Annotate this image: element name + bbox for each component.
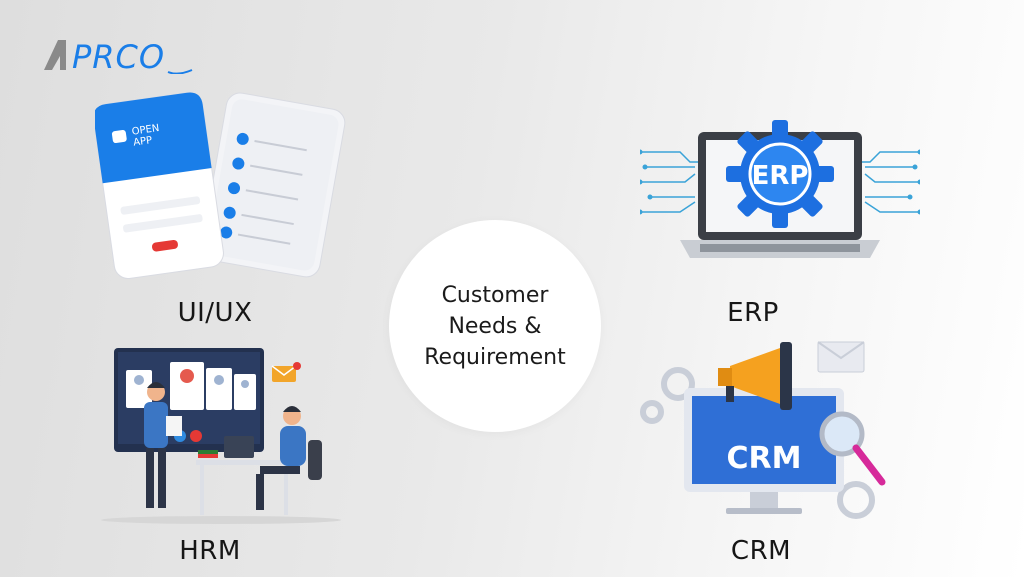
crm-label: CRM: [730, 536, 792, 566]
erp-label: ERP: [727, 298, 779, 328]
hrm-illustration: [96, 344, 346, 526]
brand-logo[interactable]: PRCO: [42, 34, 212, 76]
erp-screen-text: ERP: [752, 161, 809, 191]
crm-illustration: CRM: [634, 322, 896, 534]
uiux-illustration: OPEN APP: [93, 92, 355, 292]
phone-app-title-2: APP: [133, 135, 153, 149]
hrm-label: HRM: [179, 536, 241, 566]
logo-mark-icon: PRCO: [44, 38, 193, 76]
customer-needs-circle: Customer Needs & Requirement: [389, 220, 601, 432]
center-line-1: Customer: [441, 282, 549, 308]
center-line-3: Requirement: [424, 344, 566, 370]
erp-illustration: ERP: [637, 112, 923, 272]
crm-screen-text: CRM: [727, 441, 802, 476]
center-heading: Customer Needs & Requirement: [424, 280, 566, 373]
logo-text: PRCO: [72, 38, 165, 74]
uiux-label: UI/UX: [177, 298, 253, 328]
center-line-2: Needs &: [448, 313, 542, 339]
phone-app-title: OPEN: [131, 123, 160, 138]
